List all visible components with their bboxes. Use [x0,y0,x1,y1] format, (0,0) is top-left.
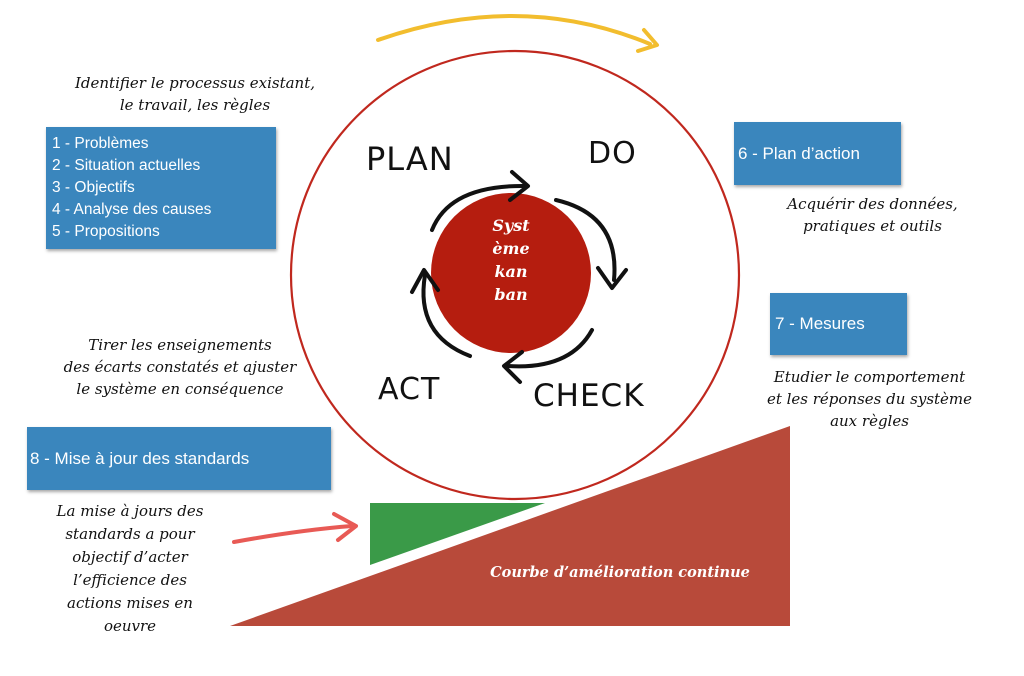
kanban-core-label: Syst ème kan ban [448,214,574,306]
note-learn: Tirer les enseignements des écarts const… [30,334,330,400]
label-check: CHECK [533,378,645,414]
note-standards: La mise à jours des standards a pour obj… [20,500,240,638]
cycle-arrow-act-to-plan [421,273,472,358]
box-plan-steps: 1 - Problèmes 2 - Situation actuelles 3 … [46,127,276,249]
note-line: l’efficience des [73,571,187,589]
note-line: Etudier le comportement [773,368,966,386]
action-plan-label: 6 - Plan d’action [738,144,860,163]
standards-arrow [232,524,354,544]
note-line: et les réponses du système [766,390,973,408]
cycle-arrow-do-to-check-head [596,266,628,290]
note-line: le système en conséquence [76,380,284,398]
cycle-arrow-check-to-act [506,328,594,369]
cycle-arrow-act-to-plan-head [410,268,440,294]
center-line: Syst [492,216,530,235]
center-line: ban [494,285,528,304]
cycle-arrow-plan-to-do [430,183,527,232]
center-line: kan [494,262,528,281]
note-line: oeuvre [103,617,157,635]
kanban-core [431,193,591,353]
note-study: Etudier le comportement et les réponses … [742,366,997,432]
plan-step: 3 - Objectifs [52,179,135,196]
note-line: objectif d’acter [72,548,188,566]
note-line: La mise à jours des [56,502,204,520]
note-line: Identifier le processus existant, [74,74,315,92]
progress-arc-arrow [376,13,652,46]
box-measures: 7 - Mesures [770,293,907,355]
note-line: Acquérir des données, [787,195,958,213]
box-standards-update: 8 - Mise à jour des standards [27,427,331,490]
note-line: Tirer les enseignements [88,336,272,354]
note-line: pratiques et outils [803,217,942,235]
plan-step: 4 - Analyse des causes [52,201,212,218]
center-line: ème [492,239,530,258]
curve-label: Courbe d’amélioration continue [490,564,750,581]
plan-step: 5 - Propositions [52,223,160,240]
label-act: ACT [378,372,441,407]
cycle-arrow-plan-to-do-head [508,170,530,202]
standards-wedge [370,503,545,565]
box-action-plan: 6 - Plan d’action [734,122,901,185]
improvement-ramp [230,426,790,626]
cycle-arrow-check-to-act-head [502,350,524,384]
plan-step: 1 - Problèmes [52,135,149,152]
measures-label: 7 - Mesures [775,314,865,333]
note-acquire: Acquérir des données, pratiques et outil… [755,193,990,237]
note-line: standards a pour [65,525,195,543]
note-line: des écarts constatés et ajuster [63,358,297,376]
label-plan: PLAN [366,140,454,178]
note-line: le travail, les règles [119,96,271,114]
progress-arc-arrowhead [636,28,659,53]
standards-arrow-head [332,512,358,542]
note-line: aux règles [830,412,909,430]
note-line: actions mises en [67,594,193,612]
plan-step: 2 - Situation actuelles [52,157,201,174]
cycle-arrow-do-to-check [554,198,617,282]
standards-update-label: 8 - Mise à jour des standards [30,449,250,468]
note-identify: Identifier le processus existant, le tra… [40,72,350,116]
pdca-circle [289,49,741,501]
label-do: DO [588,136,637,171]
